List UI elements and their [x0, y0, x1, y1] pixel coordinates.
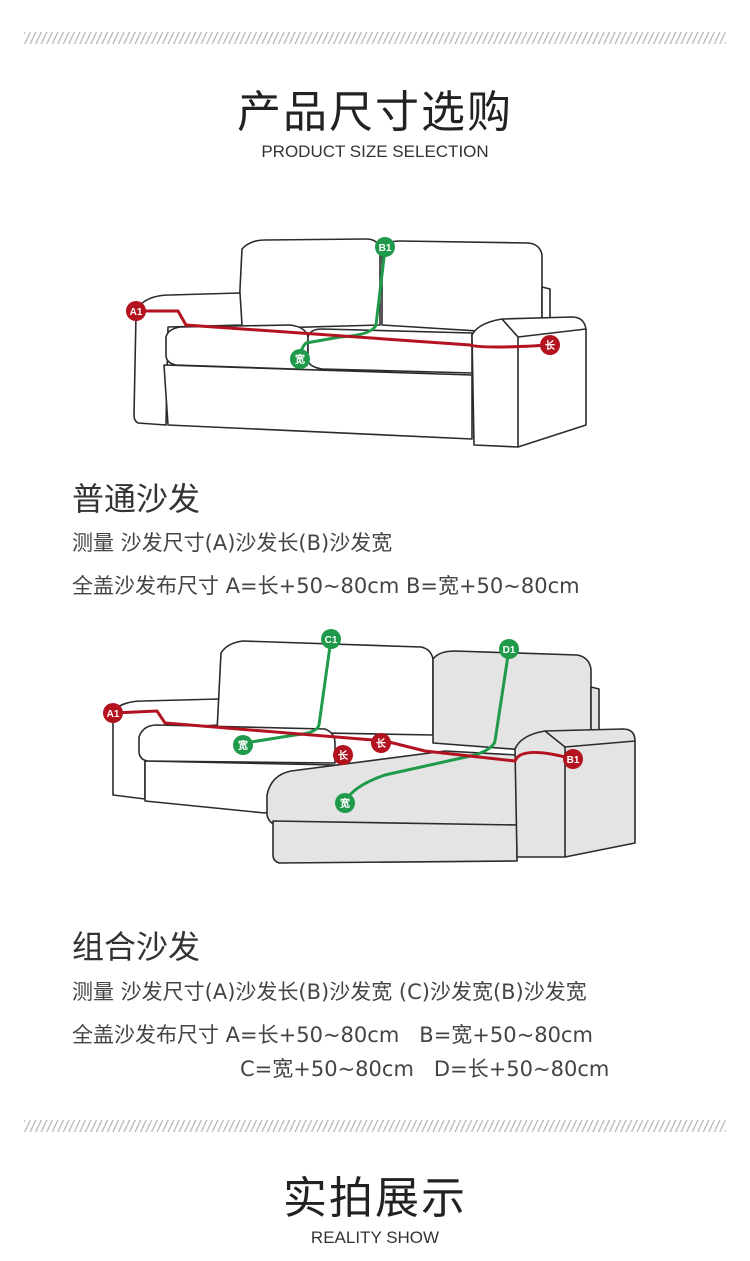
marker-width-chaise-combo: 宽 [335, 793, 355, 813]
marker-width-left-combo: 宽 [233, 735, 253, 755]
reality-show-title: 实拍展示 [283, 1173, 467, 1224]
svg-text:D1: D1 [503, 645, 516, 656]
svg-text:B1: B1 [379, 243, 392, 254]
bottom-divider [24, 1120, 726, 1132]
marker-length-right-combo: 长 [333, 745, 353, 765]
regular-sofa-heading: 普通沙发 [72, 480, 201, 518]
combo-sofa-cover-line2: C=宽+50~80cm D=长+50~80cm [240, 1057, 610, 1081]
page-subtitle: PRODUCT SIZE SELECTION [261, 142, 489, 161]
svg-text:长: 长 [376, 737, 387, 750]
combo-back-cushion-right [432, 650, 592, 756]
back-cushion-left [237, 238, 381, 330]
combo-sofa-heading: 组合沙发 [72, 928, 201, 966]
marker-width-regular: 宽 [290, 349, 310, 369]
svg-text:B1: B1 [567, 755, 580, 766]
marker-a1-combo: A1 [103, 703, 123, 723]
svg-text:长: 长 [338, 749, 349, 762]
regular-sofa-diagram: A1 B1 宽 长 [126, 237, 587, 448]
marker-b1-combo: B1 [563, 749, 583, 769]
svg-text:长: 长 [545, 339, 556, 352]
marker-d1-combo: D1 [499, 639, 519, 659]
page-title: 产品尺寸选购 [237, 87, 513, 138]
sofa-base [163, 364, 473, 440]
combo-sofa-diagram: A1 C1 D1 宽 长 长 宽 B1 [103, 629, 636, 864]
chaise-base [272, 820, 518, 864]
combo-sofa-cover-line1: 全盖沙发布尺寸 A=长+50~80cm B=宽+50~80cm [72, 1023, 593, 1047]
marker-a1-regular: A1 [126, 301, 146, 321]
marker-length-regular: 长 [540, 335, 560, 355]
reality-show-subtitle: REALITY SHOW [310, 1228, 440, 1247]
marker-length-left-combo: 长 [371, 733, 391, 753]
combo-right-arm [514, 728, 636, 858]
svg-text:A1: A1 [130, 307, 143, 318]
svg-text:宽: 宽 [237, 739, 248, 752]
regular-sofa-cover: 全盖沙发布尺寸 A=长+50~80cm B=宽+50~80cm [72, 574, 580, 598]
svg-text:C1: C1 [325, 635, 338, 646]
regular-sofa-measure: 测量 沙发尺寸(A)沙发长(B)沙发宽 [72, 531, 393, 555]
svg-text:A1: A1 [107, 709, 120, 720]
top-divider [24, 32, 726, 44]
svg-text:宽: 宽 [339, 797, 350, 810]
svg-text:宽: 宽 [294, 353, 305, 366]
marker-b1-regular: B1 [375, 237, 395, 257]
combo-sofa-measure: 测量 沙发尺寸(A)沙发长(B)沙发宽 (C)沙发宽(B)沙发宽 [72, 980, 587, 1004]
marker-c1-combo: C1 [321, 629, 341, 649]
